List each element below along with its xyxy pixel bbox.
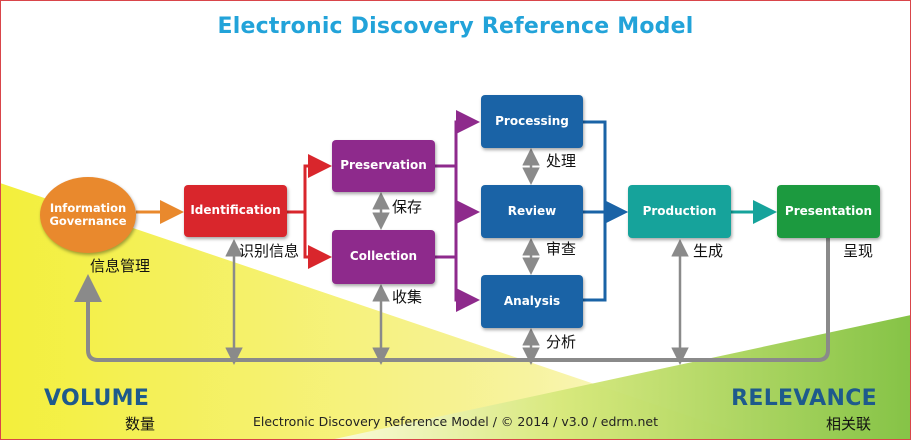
stage-processing: Processing: [481, 95, 583, 148]
volume-label: VOLUME: [44, 386, 150, 411]
stage-information-governance: Information Governance: [40, 177, 136, 253]
stage-label: Identification: [190, 203, 281, 218]
stage-label: Information Governance: [49, 200, 127, 228]
cn-label-review: 审查: [546, 240, 577, 258]
stage-review: Review: [481, 185, 583, 238]
footer-credit: Electronic Discovery Reference Model / ©…: [252, 414, 658, 429]
stage-label: Presentation: [784, 203, 873, 218]
cn-label-production: 生成: [693, 242, 724, 260]
stage-collection: Collection: [332, 230, 435, 284]
diagram-title: Electronic Discovery Reference Model: [217, 14, 694, 39]
volume-cn-label: 数量: [125, 415, 156, 433]
stage-identification: Identification: [184, 185, 287, 237]
cn-label-preservation: 保存: [392, 198, 423, 216]
arrow-identification-to-collection: [303, 212, 332, 269]
stage-analysis: Analysis: [481, 275, 583, 328]
cn-label-presentation: 呈现: [843, 242, 874, 260]
stage-label: Review: [507, 203, 557, 218]
arrow-identification-to-preservation: [287, 154, 332, 214]
cn-label-processing: 处理: [546, 152, 577, 170]
feedback-loop: [74, 238, 830, 362]
arrow-analysis-to-production: [583, 212, 607, 302]
stage-label: Analysis: [503, 293, 561, 308]
stage-label: Production: [642, 203, 717, 218]
stage-preservation: Preservation: [332, 140, 435, 192]
cn-label-identification: 识别信息: [239, 242, 300, 260]
cn-label-collection: 收集: [392, 288, 423, 306]
arrow-to-processing: [435, 110, 480, 168]
stage-label: Preservation: [340, 158, 427, 173]
relevance-cn-label: 相关联: [826, 415, 872, 433]
stage-presentation: Presentation: [777, 185, 880, 238]
stage-label: Collection: [349, 249, 418, 264]
cn-label-information-governance: 信息管理: [90, 257, 151, 275]
relevance-wedge: [330, 315, 911, 440]
relevance-label: RELEVANCE: [731, 386, 877, 411]
arrow-to-analysis: [435, 255, 480, 312]
stage-label: Processing: [495, 113, 569, 128]
cn-label-analysis: 分析: [546, 333, 577, 351]
stage-production: Production: [628, 185, 731, 238]
